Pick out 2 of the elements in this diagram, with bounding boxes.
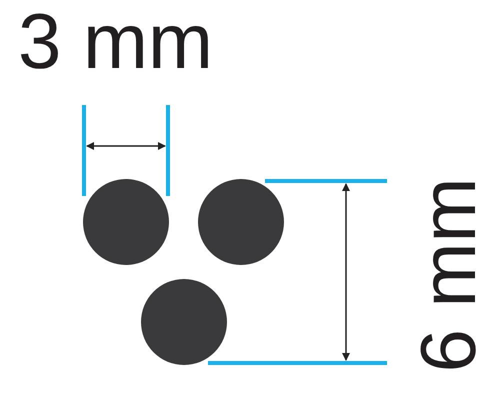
dimension-label: 6 mm bbox=[409, 178, 487, 372]
dimension-label: 3 mm bbox=[18, 2, 213, 80]
